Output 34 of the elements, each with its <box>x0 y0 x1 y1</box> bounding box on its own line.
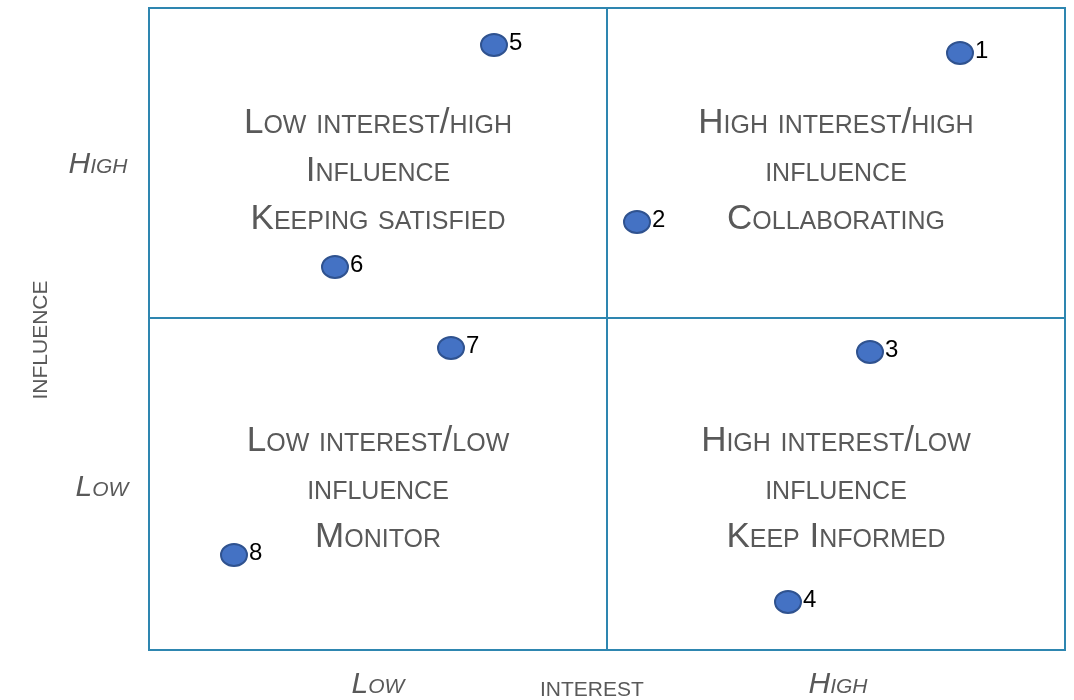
axis-tick-label: High <box>68 146 128 180</box>
dot-marker <box>321 255 349 279</box>
quadrant-strategy: Collaborating <box>727 196 945 238</box>
axis-tick-label: High <box>808 666 868 700</box>
dot-marker <box>220 543 248 567</box>
dot-marker <box>437 336 465 360</box>
dot-marker <box>856 340 884 364</box>
quadrant-box <box>606 7 1066 319</box>
quadrant-heading: High interest/high influence <box>697 100 975 190</box>
point-number: 1 <box>975 37 989 63</box>
quadrant-box <box>148 7 608 319</box>
point-number: 6 <box>350 251 364 277</box>
point-number: 2 <box>652 206 666 232</box>
dot-marker <box>946 41 974 65</box>
dot-marker <box>623 210 651 234</box>
quadrant-box <box>606 317 1066 651</box>
quadrant-heading: Low interest/high Influence <box>242 100 514 190</box>
dot-marker <box>774 590 802 614</box>
quadrant-strategy: Keeping satisfied <box>250 196 506 238</box>
point-number: 3 <box>885 336 899 362</box>
axis-tick-label: Low <box>351 666 405 700</box>
point-number: 7 <box>466 332 480 358</box>
quadrant-heading: Low interest/low influence <box>245 418 511 508</box>
point-number: 4 <box>803 586 817 612</box>
axis-tick-label: Low <box>75 469 129 503</box>
quadrant-strategy: Monitor <box>315 514 441 556</box>
dot-marker <box>480 33 508 57</box>
axis-title: interest <box>540 669 644 700</box>
axis-title: influence <box>19 280 53 400</box>
quadrant-strategy: Keep Informed <box>726 514 946 556</box>
point-number: 8 <box>249 539 263 565</box>
point-number: 5 <box>509 29 523 55</box>
quadrant-heading: High interest/low influence <box>700 418 972 508</box>
quadrant-box <box>148 317 608 651</box>
